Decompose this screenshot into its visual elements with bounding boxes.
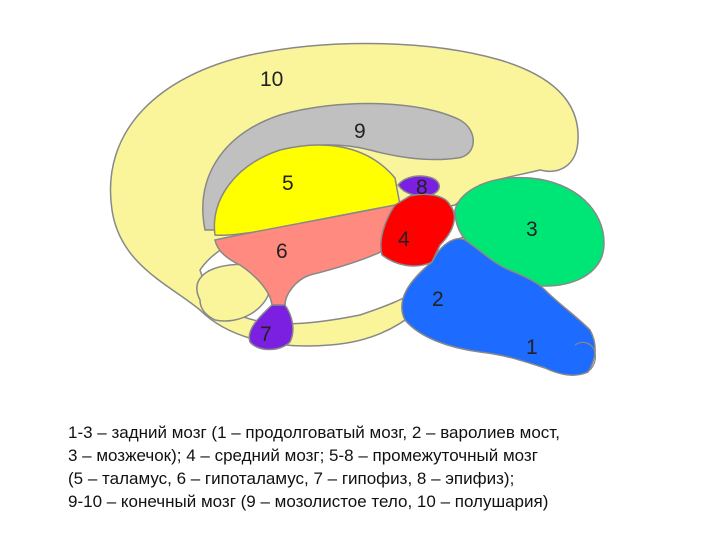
caption-line-3: (5 – таламус, 6 – гипоталамус, 7 – гипоф… bbox=[68, 469, 515, 488]
label-8: 8 bbox=[416, 176, 428, 199]
label-4: 4 bbox=[398, 228, 410, 251]
brain-diagram: 10 9 5 8 4 3 6 2 7 1 bbox=[109, 42, 605, 376]
caption-line-4: 9-10 – конечный мозг (9 – мозолистое тел… bbox=[68, 492, 549, 511]
hypothalamus-region bbox=[214, 204, 396, 306]
label-7: 7 bbox=[260, 323, 272, 346]
label-2: 2 bbox=[432, 288, 444, 311]
epiphysis-region bbox=[397, 175, 440, 197]
label-3: 3 bbox=[526, 218, 538, 241]
hypophysis-region bbox=[248, 304, 294, 351]
pons-medulla-region bbox=[401, 238, 596, 376]
label-10: 10 bbox=[260, 68, 283, 91]
medulla-tail bbox=[574, 341, 597, 375]
label-5: 5 bbox=[282, 172, 294, 195]
label-1: 1 bbox=[526, 336, 538, 359]
midbrain-region bbox=[380, 193, 456, 267]
label-6: 6 bbox=[276, 240, 288, 263]
caption-line-2: 3 – мозжечок); 4 – средний мозг; 5-8 – п… bbox=[68, 446, 538, 465]
label-9: 9 bbox=[354, 120, 366, 143]
caption-line-1: 1-3 – задний мозг (1 – продолговатый моз… bbox=[68, 423, 560, 442]
caption: 1-3 – задний мозг (1 – продолговатый моз… bbox=[68, 421, 708, 513]
